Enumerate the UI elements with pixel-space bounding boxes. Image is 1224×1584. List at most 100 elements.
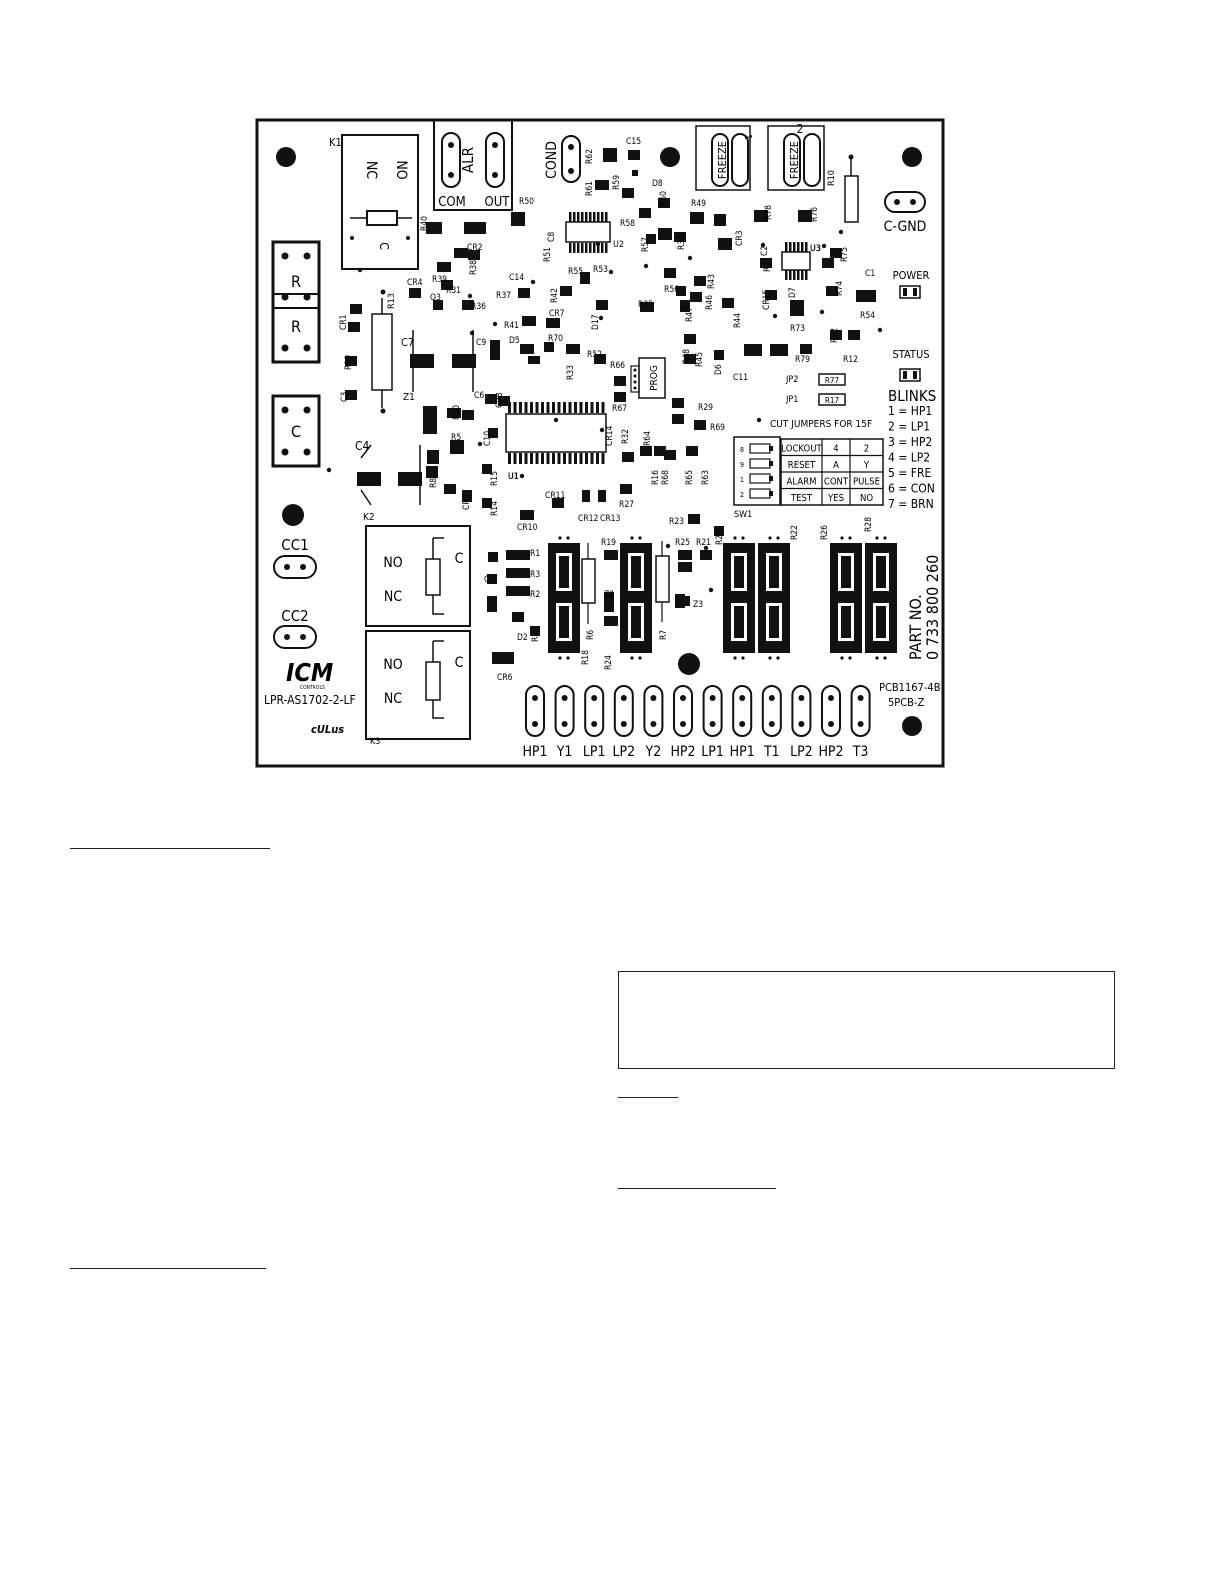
via xyxy=(560,287,566,293)
bottom-terminal-label: LP1 xyxy=(583,744,606,760)
dip-table-cell: ALARM xyxy=(787,477,817,488)
smd-component xyxy=(856,290,876,302)
c4-label: C4 xyxy=(355,439,370,453)
smd-component xyxy=(800,344,812,354)
smd-component xyxy=(560,286,572,296)
smd-component xyxy=(640,302,654,312)
terminal-block-r: R R xyxy=(271,240,321,364)
k2-no-label: NO xyxy=(383,555,402,571)
mounting-holes xyxy=(276,147,922,736)
component-label: R38 xyxy=(469,260,479,275)
smd-component xyxy=(482,464,492,474)
smd-component xyxy=(620,484,632,494)
via xyxy=(595,241,601,247)
section-rule xyxy=(618,1097,678,1098)
k3-no-label: NO xyxy=(383,657,402,673)
ic-u3: U3 xyxy=(781,242,821,280)
blink-code-item: 6 = CON xyxy=(888,482,935,496)
smd-component xyxy=(506,568,518,578)
dip-switch-number: 1 xyxy=(740,476,744,484)
component-label: R3 xyxy=(530,570,540,580)
component-label: C15 xyxy=(626,137,641,147)
smd-component xyxy=(490,340,500,360)
bottom-terminal: HP2 xyxy=(818,685,844,760)
component-label: R52 xyxy=(587,350,602,360)
smd-component xyxy=(482,498,492,508)
component-label: C14 xyxy=(509,273,524,283)
smd-component xyxy=(604,592,614,612)
smd-component xyxy=(686,446,698,456)
smd-component xyxy=(603,148,617,162)
smd-component xyxy=(462,490,472,502)
component-label: R76 xyxy=(810,207,820,222)
component-label: R31 xyxy=(446,286,461,296)
smd-component xyxy=(714,214,726,226)
mounting-hole xyxy=(902,716,922,736)
via xyxy=(665,543,671,549)
smd-component xyxy=(546,318,560,328)
blinks-title: BLINKS xyxy=(888,387,936,405)
smd-component xyxy=(722,298,734,308)
smd-component xyxy=(694,276,706,286)
smd-component xyxy=(485,394,497,404)
component-label: CR15 xyxy=(762,289,772,310)
dip-switch-pin xyxy=(769,461,773,466)
via xyxy=(477,441,483,447)
bottom-terminal: LP1 xyxy=(583,685,606,760)
smd-component xyxy=(447,408,461,418)
pcb-code-line2: 5PCB-Z xyxy=(888,696,925,709)
section-rule xyxy=(70,848,270,849)
component-label: CR10 xyxy=(517,523,538,533)
component-label: R43 xyxy=(707,274,717,289)
via xyxy=(492,321,498,327)
via xyxy=(519,473,525,479)
via xyxy=(838,229,844,235)
component-label: CR2 xyxy=(467,243,483,253)
component-label: C6 xyxy=(474,391,484,401)
component-label: CR11 xyxy=(545,491,566,501)
component-label: R19 xyxy=(601,538,616,548)
ul-mark: cULus xyxy=(311,723,344,736)
component-label: D5 xyxy=(509,336,520,346)
relay-k2-coil: C4 K2 xyxy=(355,439,422,523)
component-label: R73 xyxy=(790,324,805,334)
smd-component xyxy=(462,300,474,310)
component-label: R26 xyxy=(820,525,830,540)
c7-label: C7 xyxy=(401,336,414,349)
component-label: R78 xyxy=(764,205,774,220)
mounting-hole xyxy=(902,147,922,167)
component-label: CR13 xyxy=(600,514,621,524)
bottom-terminal: LP1 xyxy=(701,685,724,760)
component-label: R18 xyxy=(581,650,591,665)
smd-component xyxy=(530,626,540,636)
via xyxy=(599,427,605,433)
smd-component xyxy=(492,652,514,664)
component-label: C3 xyxy=(340,392,350,402)
smd-component xyxy=(830,248,842,258)
smd-component xyxy=(640,446,652,456)
freeze2-label: FREEZE xyxy=(788,141,801,179)
smd-component xyxy=(520,344,534,354)
smd-component xyxy=(350,304,362,314)
component-label: R34 xyxy=(677,235,687,250)
bottom-terminal-label: LP2 xyxy=(612,744,635,760)
dip-table-cell: RESET xyxy=(788,460,816,471)
jumpers: JP2 R77 JP1 R17 CUT JUMPERS FOR 15F xyxy=(770,373,872,430)
component-label: C1 xyxy=(865,269,875,279)
part-number-value: 0 733 800 260 xyxy=(923,555,942,660)
bottom-terminal-label: HP1 xyxy=(730,744,755,760)
component-label: R12 xyxy=(843,355,858,365)
smd-component xyxy=(614,376,626,386)
component-label: R46 xyxy=(705,295,715,310)
component-label: CR1 xyxy=(339,314,349,330)
seven-segment-digit xyxy=(830,536,862,660)
out-label: OUT xyxy=(485,195,511,210)
dip-table-cell: YES xyxy=(827,493,844,504)
component-label: C10 xyxy=(483,431,493,446)
smd-component xyxy=(518,550,530,560)
mounting-hole xyxy=(282,504,304,526)
r-terminal-label: R xyxy=(291,317,301,336)
component-label: C9 xyxy=(476,338,486,348)
smd-component xyxy=(488,428,498,438)
via xyxy=(469,330,475,336)
